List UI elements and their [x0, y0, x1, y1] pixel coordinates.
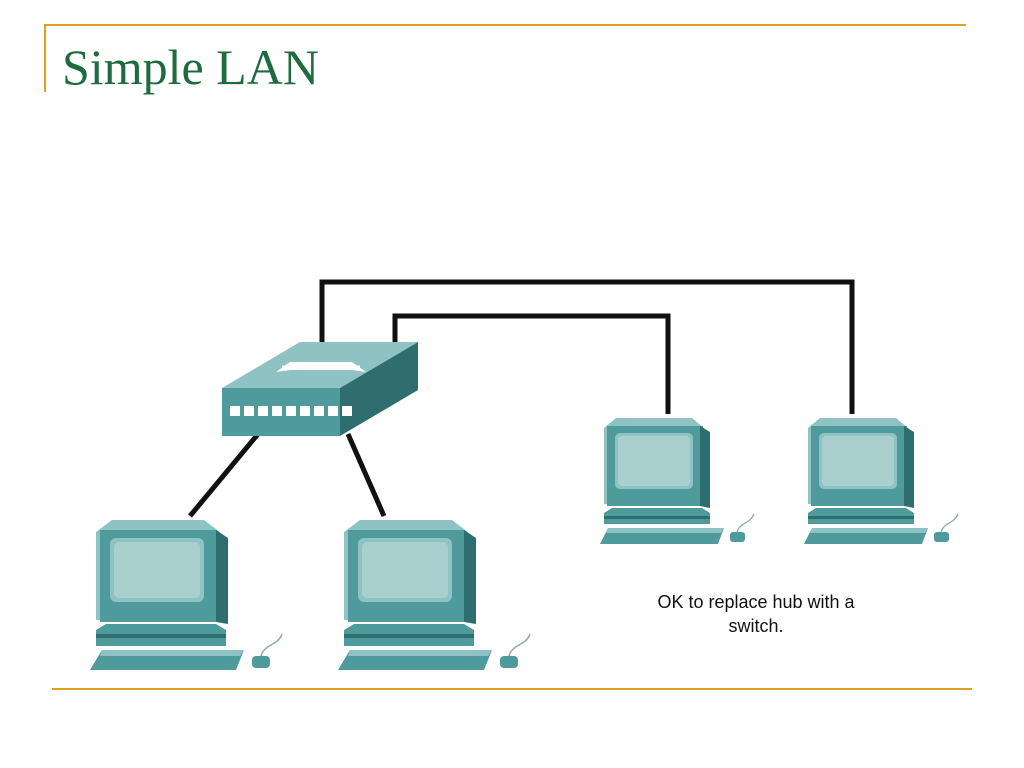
- hub-port: [342, 406, 352, 416]
- cable-hub-pc-1: [188, 432, 260, 518]
- computer-icon: [337, 519, 531, 671]
- top-rule: [44, 24, 966, 26]
- hub-icon: [222, 342, 418, 436]
- bottom-rule: [52, 688, 972, 690]
- slide-title: Simple LAN: [62, 39, 319, 95]
- caption-line-1: OK to replace hub with a: [657, 592, 855, 612]
- hub-port: [272, 406, 282, 416]
- computer-icon: [89, 519, 283, 671]
- hub-port: [300, 406, 310, 416]
- caption: OK to replace hub with a switch.: [586, 590, 926, 638]
- hub-port: [244, 406, 254, 416]
- cable-hub-pc-3: [392, 313, 671, 414]
- computer-icon: [803, 417, 959, 545]
- hub-port: [230, 406, 240, 416]
- left-accent-bar: [44, 24, 46, 92]
- hub-port: [328, 406, 338, 416]
- hub-port: [258, 406, 268, 416]
- caption-line-2: switch.: [728, 616, 784, 636]
- computer-icon: [599, 417, 755, 545]
- hub-port: [286, 406, 296, 416]
- hub-port: [314, 406, 324, 416]
- cable-hub-pc-2: [345, 432, 387, 518]
- cable-hub-pc-4: [319, 279, 855, 414]
